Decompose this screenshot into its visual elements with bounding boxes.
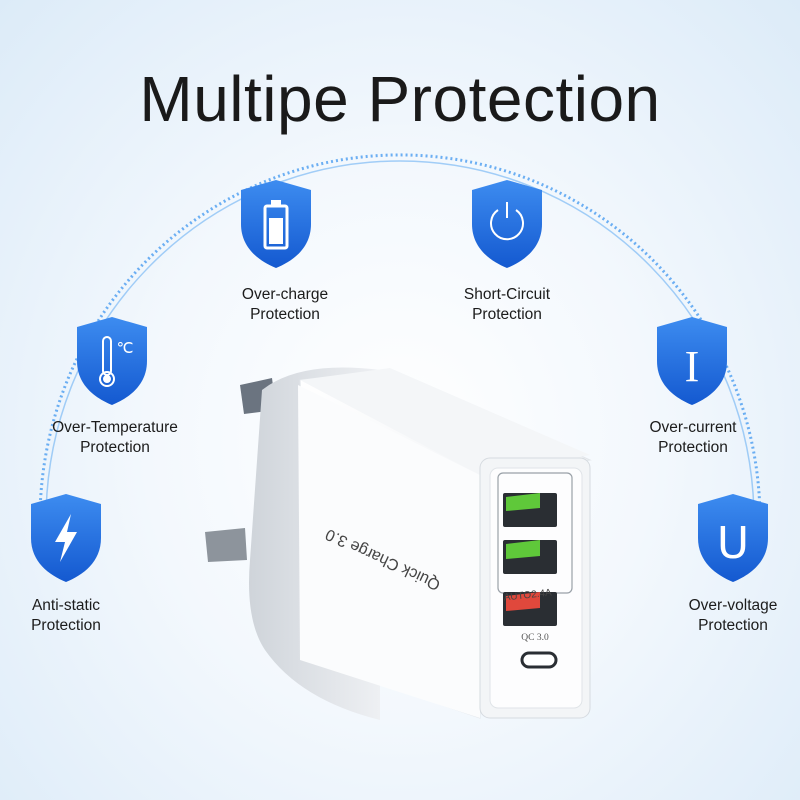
battery-icon bbox=[241, 180, 311, 268]
usb-c-port bbox=[520, 651, 558, 669]
page-title: Multipe Protection bbox=[139, 63, 661, 135]
auto-label: AUTO2.4A bbox=[503, 587, 552, 603]
power-icon bbox=[472, 180, 542, 268]
qc-label: QC 3.0 bbox=[521, 633, 549, 643]
usb-port-2 bbox=[503, 540, 557, 574]
usb-port-1 bbox=[503, 493, 557, 527]
svg-text:U: U bbox=[717, 518, 749, 569]
current-icon: I bbox=[657, 317, 727, 405]
lightning-icon bbox=[31, 494, 101, 582]
usb-port-qc bbox=[503, 592, 557, 626]
svg-text:℃: ℃ bbox=[117, 340, 134, 357]
svg-text:I: I bbox=[685, 342, 700, 391]
voltage-icon: U bbox=[698, 494, 768, 582]
thermometer-icon: ℃ bbox=[77, 317, 147, 405]
